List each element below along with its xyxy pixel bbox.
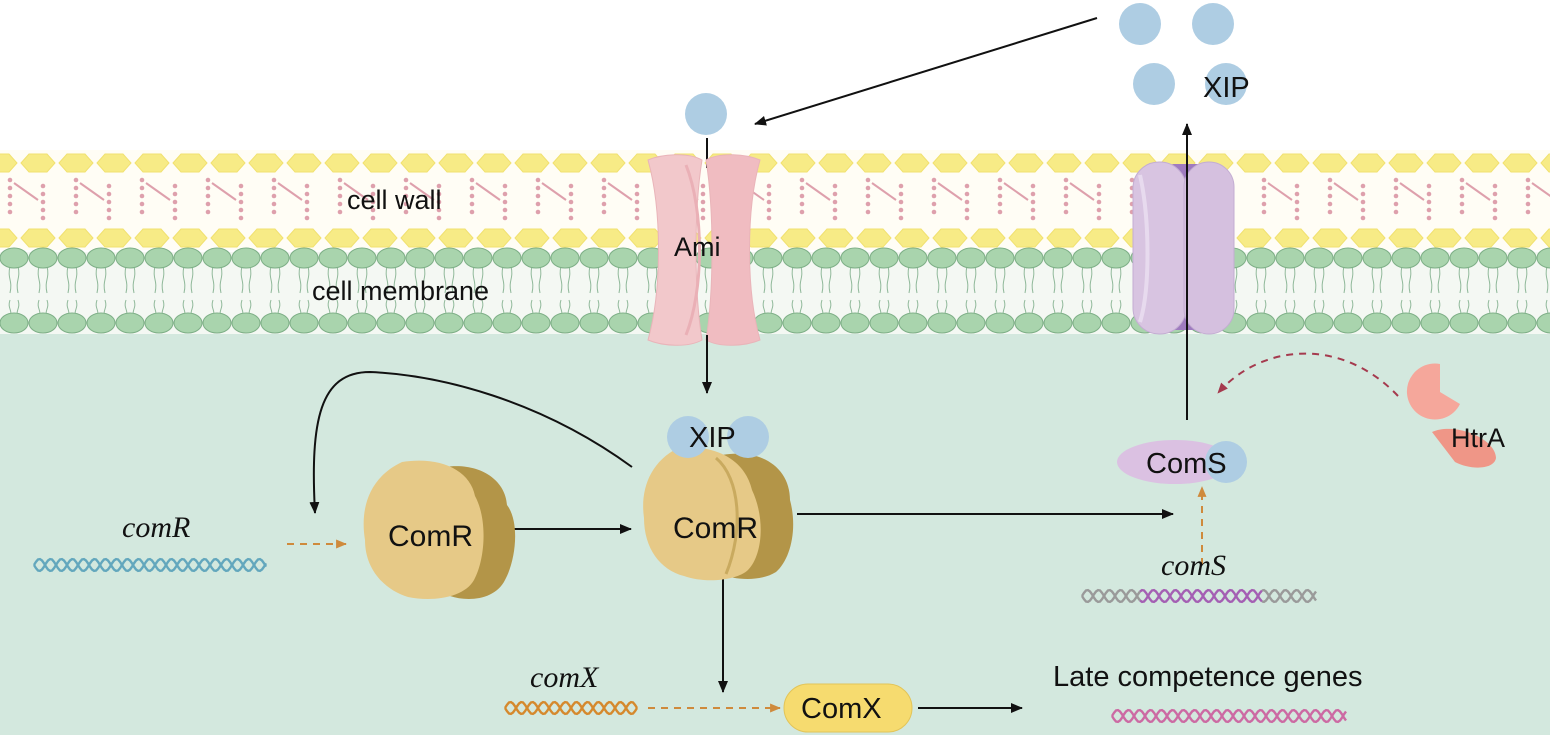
comr-xip-complex — [643, 416, 794, 581]
arrow-xip-import — [754, 17, 1098, 126]
comx-protein — [783, 683, 913, 733]
cell-wall-label: cell wall — [347, 185, 442, 215]
comr-protein — [363, 460, 516, 599]
xip-peptide-at-ami — [685, 93, 727, 135]
comr-label: ComR — [388, 520, 473, 553]
ami-transporter — [647, 154, 761, 346]
xip-extracellular-cluster — [1119, 3, 1247, 105]
coms-gene-label: comS — [1161, 549, 1226, 582]
wall-top-hexagon-row — [0, 153, 1550, 173]
coms-protein — [1117, 440, 1247, 484]
xip-extracellular-label: XIP — [1203, 72, 1250, 104]
late-genes-dna-helix — [1110, 708, 1347, 724]
comx-dna-helix — [503, 700, 639, 716]
cell-membrane-label: cell membrane — [312, 276, 489, 306]
cell-wall-layer — [0, 150, 1550, 250]
comr-gene-label: comR — [122, 511, 190, 544]
htra-protease — [1406, 363, 1496, 468]
comx-label: ComX — [801, 693, 882, 725]
xip-bound-label: XIP — [689, 422, 736, 454]
cell-membrane-bilayer — [0, 247, 1550, 334]
comr-dna-helix — [32, 557, 268, 573]
coms-label: ComS — [1146, 448, 1227, 480]
htra-label: HtrA — [1451, 423, 1505, 453]
coms-dna-helix — [1080, 588, 1317, 604]
xip-export-channel — [1132, 161, 1235, 335]
late-genes-label: Late competence genes — [1053, 661, 1363, 693]
arrow-feedback-to-comr — [309, 370, 633, 514]
ami-label: Ami — [674, 232, 721, 262]
comr-complex-label: ComR — [673, 512, 758, 545]
comx-gene-label: comX — [530, 661, 600, 694]
dashed-arrow-htra-degradation — [1217, 352, 1399, 397]
wall-peptidoglycan-links — [7, 177, 1550, 221]
